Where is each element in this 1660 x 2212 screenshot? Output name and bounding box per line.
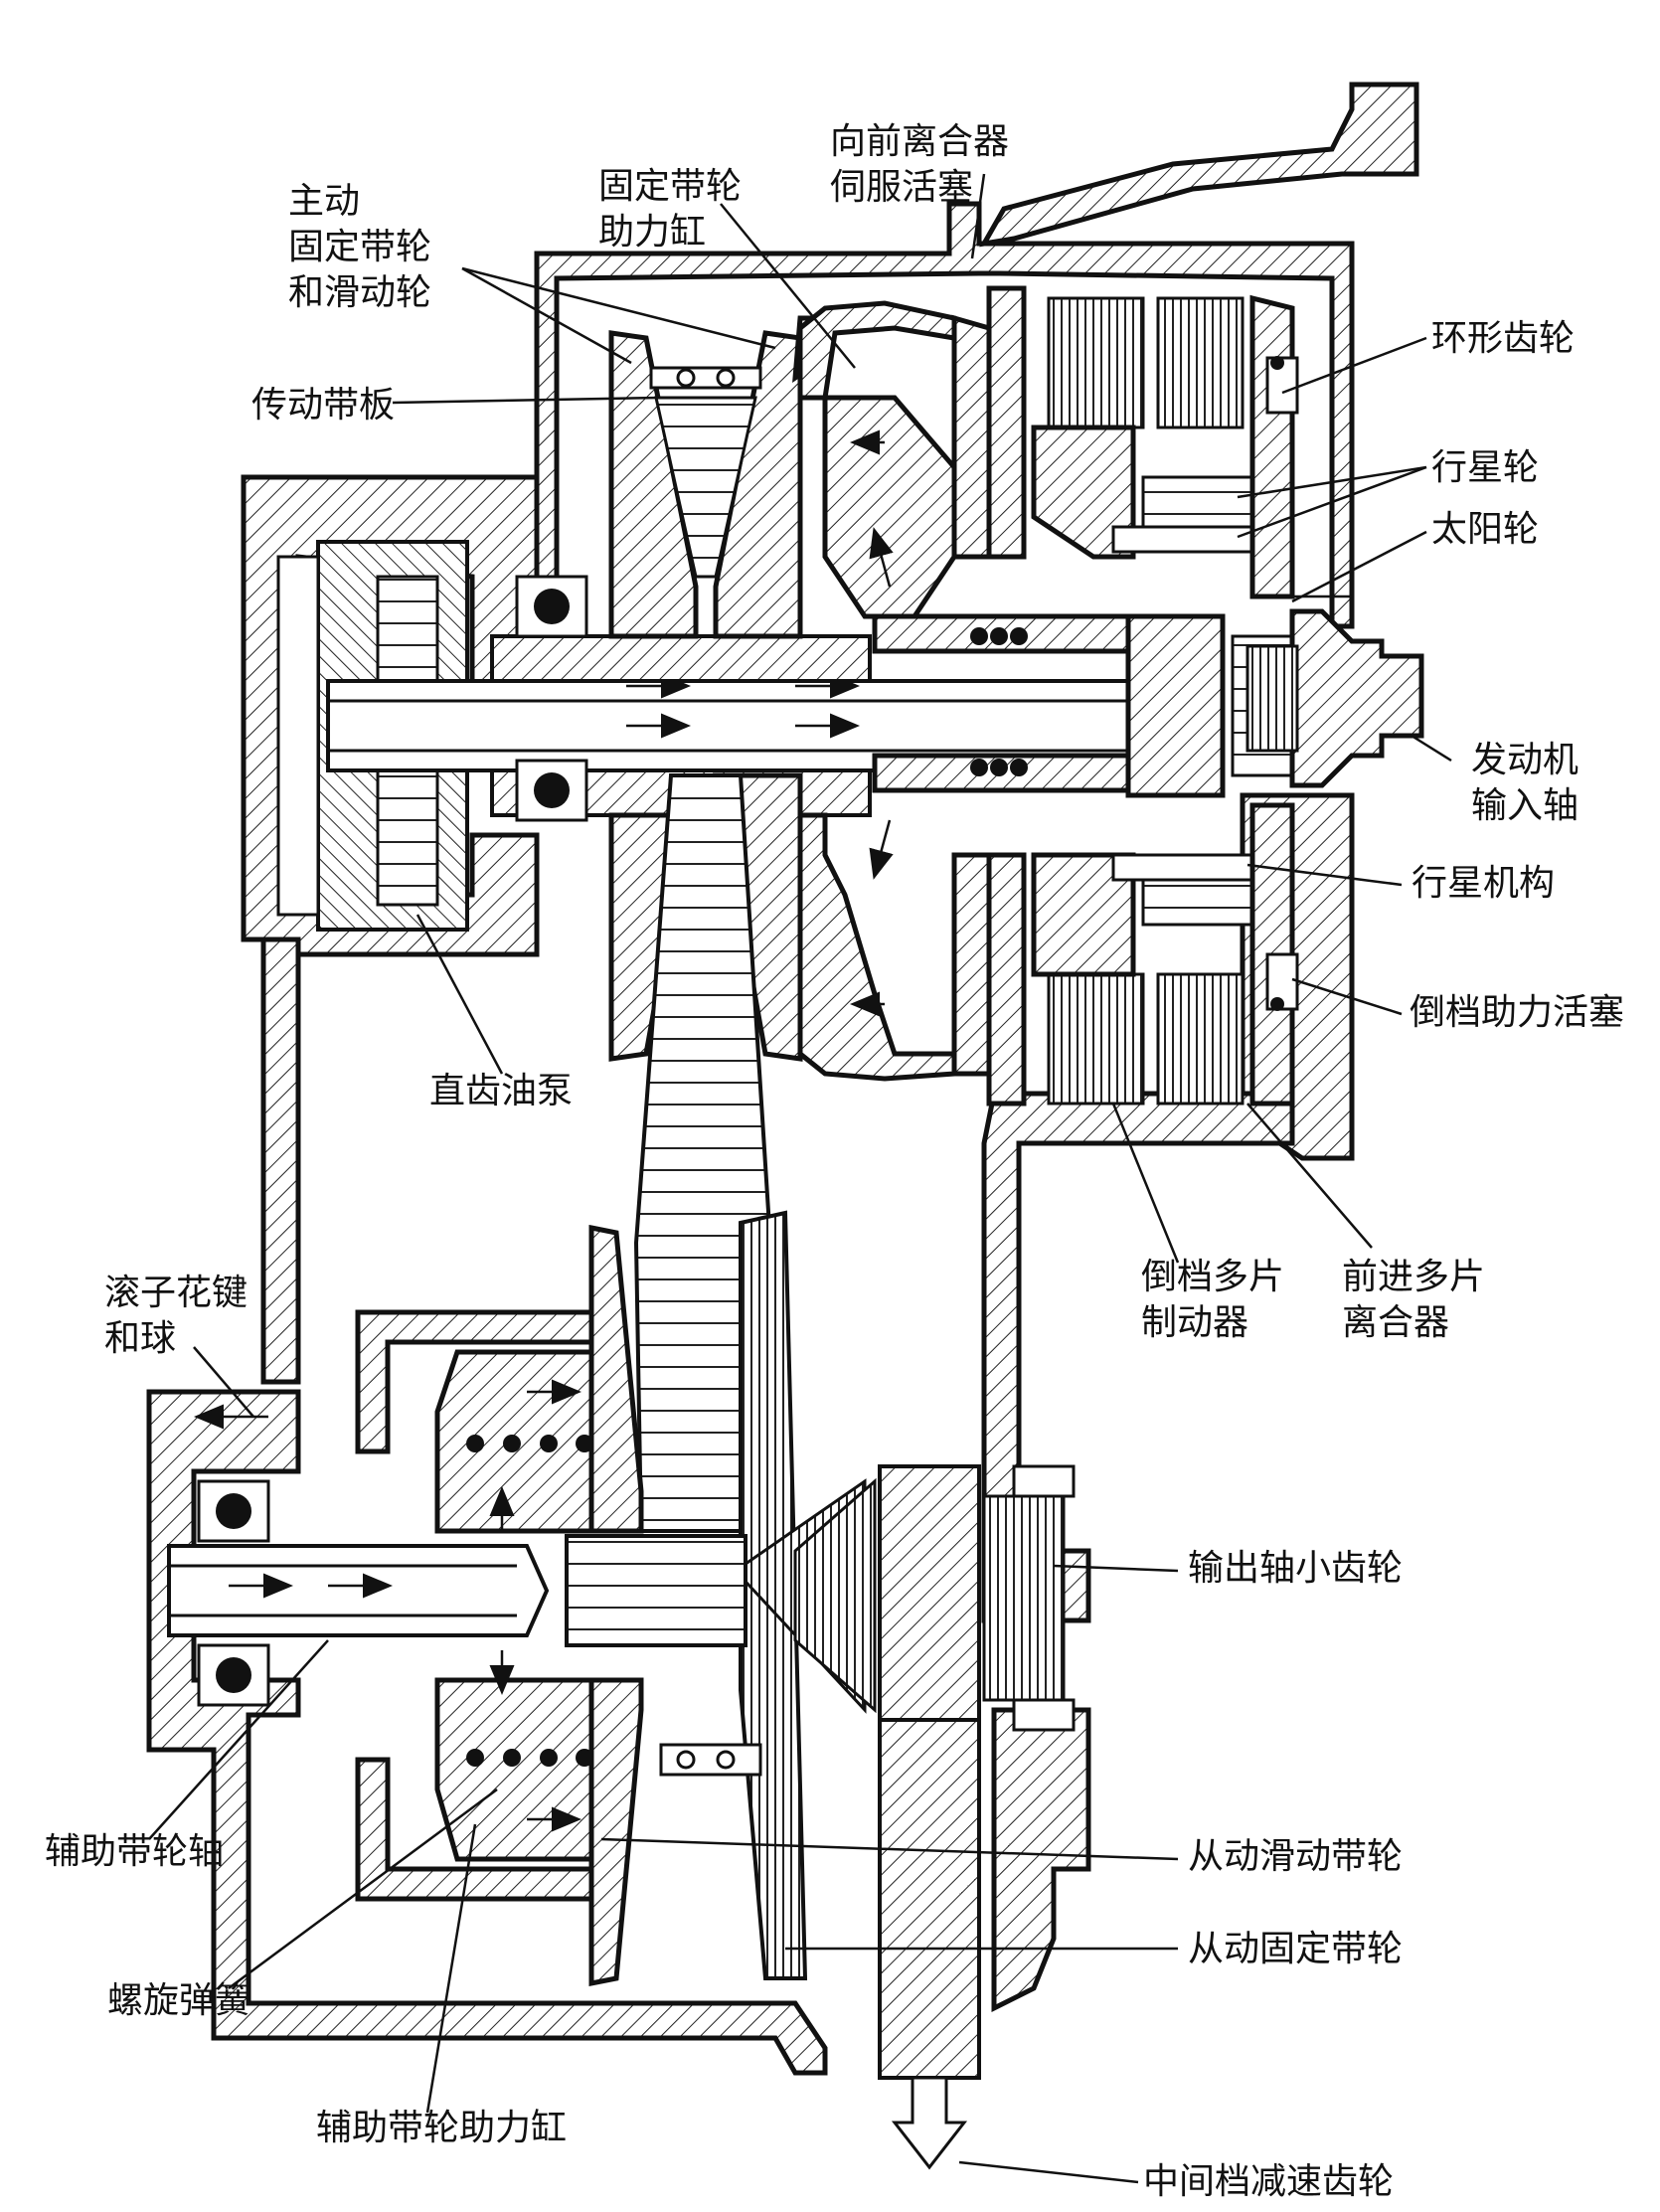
label-auxiliary-pulley-shaft: 辅助带轮轴 bbox=[45, 1831, 225, 1872]
label-roller-spline-and-ball: 滚子花键 和球 bbox=[104, 1273, 249, 1359]
label-spur-gear-oil-pump: 直齿油泵 bbox=[429, 1071, 574, 1111]
label-drive-fixed-and-sliding-pulley: 主动 固定带轮 和滑动轮 bbox=[288, 181, 432, 313]
label-planet-gear: 行星轮 bbox=[1431, 447, 1540, 488]
label-driven-sliding-pulley: 从动滑动带轮 bbox=[1188, 1836, 1404, 1877]
label-reverse-booster-piston: 倒档助力活塞 bbox=[1410, 992, 1625, 1033]
label-forward-multi-plate-clutch: 前进多片 离合器 bbox=[1342, 1257, 1486, 1343]
planetary-clutch-pack bbox=[986, 285, 1299, 1106]
label-auxiliary-pulley-booster-cylinder: 辅助带轮助力缸 bbox=[316, 2108, 568, 2148]
auxiliary-shaft bbox=[167, 1404, 747, 1707]
label-reverse-multi-plate-brake: 倒档多片 制动器 bbox=[1141, 1257, 1285, 1343]
label-output-shaft-pinion: 输出轴小齿轮 bbox=[1188, 1548, 1404, 1589]
label-sun-gear: 太阳轮 bbox=[1431, 509, 1540, 550]
output-gears bbox=[793, 1464, 1076, 2170]
engine-input-shaft-body bbox=[1245, 595, 1424, 797]
label-driven-fixed-pulley: 从动固定带轮 bbox=[1188, 1929, 1404, 1969]
label-drive-belt-plate: 传动带板 bbox=[251, 385, 396, 425]
label-helical-spring: 螺旋弹簧 bbox=[107, 1980, 251, 2021]
label-planetary-mechanism: 行星机构 bbox=[1411, 863, 1556, 904]
driven-pulley bbox=[355, 1210, 867, 1987]
label-intermediate-reduction-gear: 中间档减速齿轮 bbox=[1143, 2161, 1395, 2202]
label-forward-clutch-servo-piston: 向前离合器 伺服活塞 bbox=[830, 121, 1010, 208]
primary-booster-cylinder bbox=[797, 300, 1131, 1082]
primary-bearings bbox=[515, 575, 588, 822]
leader-lines bbox=[148, 173, 1452, 2184]
label-engine-input-shaft: 发动机 输入轴 bbox=[1471, 740, 1579, 826]
label-fixed-pulley-booster-cylinder: 固定带轮 助力缸 bbox=[598, 166, 743, 253]
label-ring-gear: 环形齿轮 bbox=[1431, 318, 1576, 359]
